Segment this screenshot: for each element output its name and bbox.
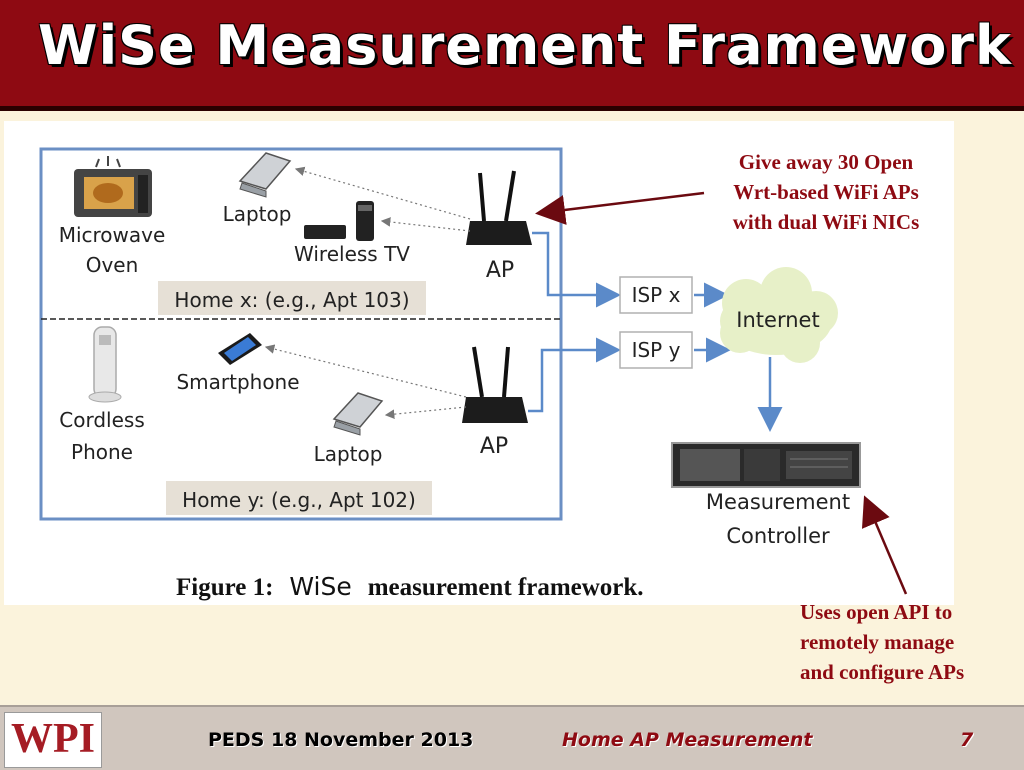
server-icon	[671, 442, 861, 488]
phone-label: Phone	[71, 440, 133, 464]
controller-note-line-1: Uses open API to	[800, 600, 953, 624]
footer	[0, 705, 1024, 770]
laptop-x-label: Laptop	[223, 202, 292, 226]
caption-bold-1: Figure 1:	[176, 574, 273, 601]
link-apy-ispy	[528, 337, 621, 413]
home-y-label: Home y: (e.g., Apt 102)	[182, 488, 416, 512]
isp-y-label: ISP y	[632, 338, 681, 362]
controller-label-1: Measurement	[706, 490, 850, 514]
caption-bold-2: measurement framework.	[368, 574, 644, 601]
controller-note-line-2: remotely manage	[800, 630, 955, 654]
isp-x-box	[619, 276, 693, 314]
internet-cloud-icon	[720, 267, 838, 363]
cordless-label: Cordless	[59, 408, 144, 432]
ap-y-icon	[462, 346, 528, 423]
internet-label: Internet	[736, 308, 819, 332]
smartphone-label: Smartphone	[176, 370, 299, 394]
controller-label-2: Controller	[726, 524, 830, 548]
figure-panel: Microwave Oven Laptop Wireless TV AP Hom…	[4, 121, 954, 605]
controller-note: Uses open API to remotely manage and con…	[800, 597, 1020, 687]
smartphone-icon	[218, 333, 262, 365]
wpi-logo: WPI	[4, 712, 102, 768]
link-apx-ispx	[532, 231, 621, 308]
controller-note-arrow	[861, 495, 908, 595]
link-ap-laptop-y	[384, 406, 467, 419]
footer-event-date: PEDS 18 November 2013	[208, 729, 474, 751]
laptop-y-label: Laptop	[314, 442, 383, 466]
ap-x-label: AP	[486, 258, 514, 283]
figure-caption: Figure 1: WiSe measurement framework.	[176, 572, 644, 601]
caption-plain: WiSe	[289, 572, 351, 601]
oven-label: Oven	[86, 253, 139, 277]
isp-x-label: ISP x	[632, 283, 681, 307]
ap-note: Give away 30 Open Wrt-based WiFi APs wit…	[706, 147, 946, 237]
home-y-label-box	[166, 481, 432, 515]
cordless-phone-icon	[88, 326, 122, 403]
slide-title: WiSe Measurement Framework	[38, 14, 1012, 77]
link-ap-laptop-x	[294, 166, 471, 220]
link-ap-smartphone	[264, 344, 467, 398]
ap-note-line-1: Give away 30 Open	[738, 150, 914, 174]
wireless-tv-icon	[304, 201, 374, 241]
controller-note-line-3: and configure APs	[800, 660, 965, 684]
footer-talk-title: Home AP Measurement	[562, 729, 813, 751]
ap-x-icon	[466, 170, 532, 245]
wireless-tv-label: Wireless TV	[294, 242, 410, 266]
microwave-label: Microwave	[59, 223, 166, 247]
microwave-icon	[74, 156, 152, 217]
home-x-label: Home x: (e.g., Apt 103)	[174, 288, 409, 312]
laptop-y-icon	[332, 392, 384, 436]
laptop-x-icon	[238, 152, 292, 198]
wpi-logo-text: WPI	[11, 716, 95, 762]
home-x-label-box	[158, 281, 426, 315]
ap-note-arrow	[535, 191, 705, 225]
isp-y-box	[619, 331, 693, 369]
title-bar: WiSe Measurement Framework	[0, 0, 1024, 111]
framework-diagram: Microwave Oven Laptop Wireless TV AP Hom…	[39, 147, 861, 601]
page-number: 7	[960, 729, 974, 751]
ap-y-label: AP	[480, 434, 508, 459]
ap-note-line-3: with dual WiFi NICs	[732, 210, 920, 234]
ap-note-line-2: Wrt-based WiFi APs	[733, 180, 919, 204]
